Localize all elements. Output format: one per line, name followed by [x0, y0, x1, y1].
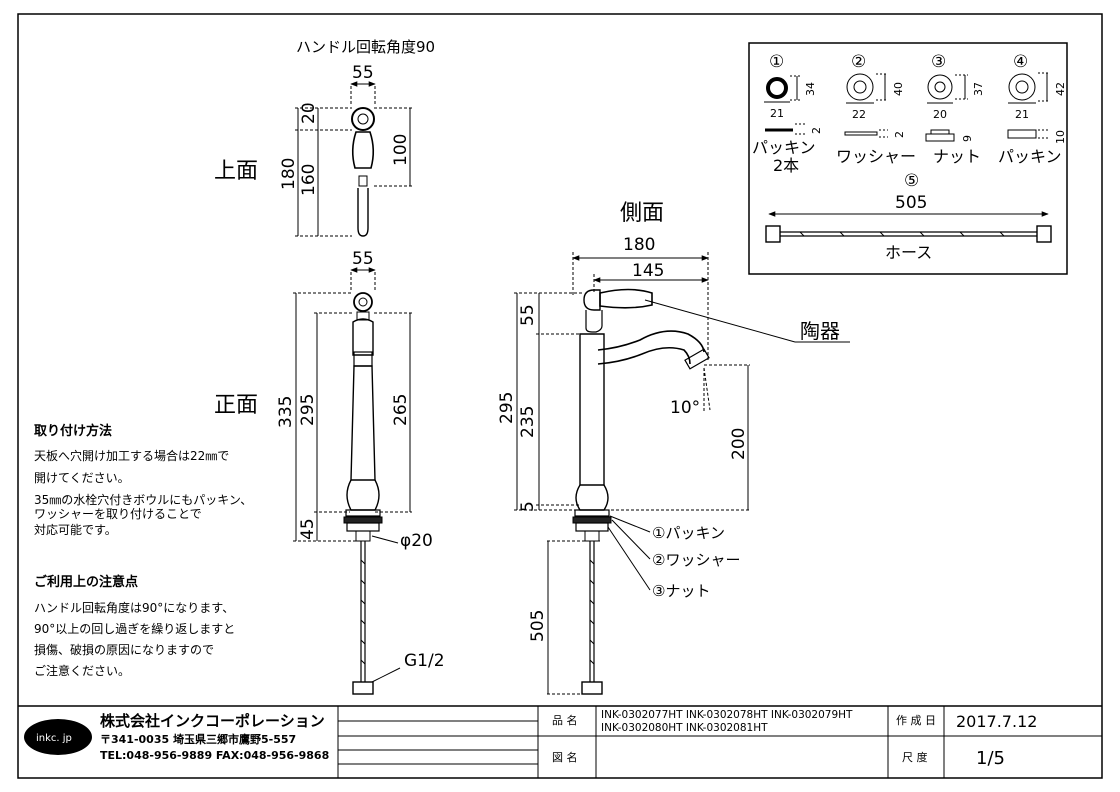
part-4-dim-10: 10	[1054, 130, 1067, 144]
side-dim-55: 55	[518, 304, 538, 326]
company-logo	[24, 719, 92, 755]
ceramic-label: 陶器	[800, 319, 840, 343]
side-dim-505: 505	[528, 610, 548, 642]
date-label: 作 成 日	[896, 714, 936, 727]
part-3-dim-20: 20	[933, 108, 947, 121]
front-view	[293, 267, 412, 695]
part-4-dim-42: 42	[1054, 82, 1067, 96]
part-4-number: ④	[1013, 52, 1028, 72]
top-dim-180: 180	[279, 158, 299, 190]
pipe-diameter: φ20	[400, 531, 433, 551]
part-2-number: ②	[851, 52, 866, 72]
install-line-5: 対応可能です。	[34, 523, 117, 537]
product-name-line-1: INK-0302077HT INK-0302078HT INK-0302079H…	[601, 709, 853, 721]
product-name-label: 品 名	[552, 713, 578, 727]
hose-name: ホース	[885, 243, 932, 262]
front-dim-335: 335	[276, 396, 296, 428]
spout-angle: 10°	[670, 398, 700, 418]
part-5-number: ⑤	[904, 171, 919, 191]
front-dim-295: 295	[298, 394, 318, 426]
part-4-name: パッキン	[998, 147, 1062, 166]
title-block	[18, 705, 1102, 778]
top-width-dim: 55	[352, 63, 374, 83]
side-dim-295: 295	[497, 392, 517, 424]
side-dim-145: 145	[632, 261, 664, 281]
part-3-name: ナット	[933, 147, 981, 166]
parts-box	[748, 42, 1068, 275]
caution-line-4: ご注意ください。	[34, 663, 130, 678]
sheet-border	[17, 13, 1103, 779]
company-name: 株式会社インクコーポレーション	[100, 712, 325, 730]
install-line-2: 開けてください。	[34, 471, 130, 485]
scale-label: 尺 度	[902, 750, 928, 764]
part-3-number: ③	[931, 52, 946, 72]
part-3-dim-9: 9	[961, 135, 974, 142]
install-title: 取り付け方法	[34, 423, 112, 439]
product-name-line-2: INK-0302080HT INK-0302081HT	[601, 722, 768, 734]
part-1-dim-21: 21	[770, 107, 784, 120]
side-callout-washer: ②ワッシャー	[652, 551, 740, 569]
part-4-dim-21: 21	[1015, 108, 1029, 121]
top-view-title: 上面	[214, 159, 258, 184]
part-2-name: ワッシャー	[836, 147, 916, 166]
front-dim-45: 45	[298, 518, 318, 540]
side-dim-235: 235	[518, 406, 538, 438]
top-dim-20: 20	[299, 102, 319, 124]
logo-text: inkc. jp	[36, 733, 72, 744]
part-1-qty: 2本	[773, 156, 799, 175]
caution-line-3: 損傷、破損の原因になりますので	[34, 642, 214, 657]
caution-line-2: 90°以上の回し過ぎを繰り返しますと	[34, 622, 235, 636]
install-line-1: 天板へ穴開け加工する場合は22㎜で	[34, 448, 229, 463]
part-1-dim-34: 34	[804, 82, 817, 96]
front-view-title: 正面	[214, 393, 258, 418]
side-view	[514, 252, 850, 695]
parts-drawings	[764, 72, 1052, 243]
side-dim-5: 5	[518, 501, 538, 512]
top-view	[295, 81, 412, 237]
company-contact: TEL:048-956-9889 FAX:048-956-9868	[100, 749, 329, 762]
part-2-dim-22: 22	[852, 108, 866, 121]
company-address: 〒341-0035 埼玉県三郷市鷹野5-557	[100, 732, 296, 746]
side-dim-200: 200	[729, 428, 749, 460]
side-view-title: 側面	[620, 201, 664, 226]
caution-title: ご利用上の注意点	[34, 574, 138, 590]
part-1-number: ①	[769, 52, 784, 72]
thread-size: G1/2	[404, 651, 445, 671]
top-dim-160: 160	[299, 164, 319, 196]
top-dim-100: 100	[391, 134, 411, 166]
part-1-name: パッキン	[752, 138, 816, 157]
rotation-label: ハンドル回転角度90	[296, 38, 435, 56]
part-3-dim-37: 37	[972, 82, 985, 96]
date-value: 2017.7.12	[956, 712, 1037, 731]
part-2-dim-40: 40	[892, 82, 905, 96]
side-callout-nut: ③ナット	[652, 582, 710, 600]
install-line-3: 35㎜の水栓穴付きボウルにもパッキン、	[34, 492, 252, 507]
scale-value: 1/5	[976, 748, 1005, 769]
drawing-name-label: 図 名	[552, 750, 578, 764]
side-dim-180: 180	[623, 235, 655, 255]
front-width-dim: 55	[352, 249, 374, 269]
front-dim-265: 265	[391, 394, 411, 426]
caution-line-1: ハンドル回転角度は90°になります、	[34, 600, 234, 615]
side-callout-packing: ①パッキン	[652, 524, 725, 542]
install-line-4: ワッシャーを取り付けることで	[34, 507, 202, 521]
part-1-dim-2: 2	[810, 127, 823, 134]
hose-length: 505	[895, 193, 927, 213]
part-2-dim-2: 2	[893, 131, 906, 138]
